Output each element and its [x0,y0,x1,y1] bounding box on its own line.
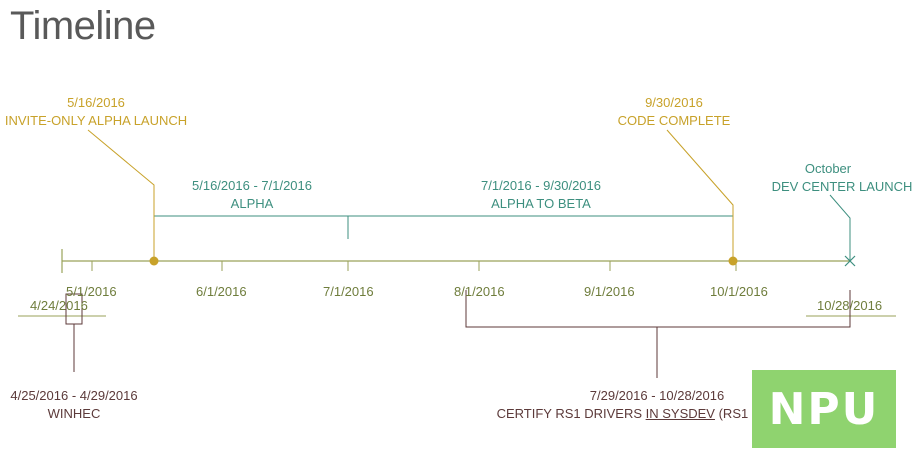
dev-center-date: October [804,161,852,176]
page-title: Timeline [10,4,156,48]
alpha-phase-range: 5/16/2016 - 7/1/2016 [192,178,312,193]
end-date-label: 10/28/2016 [817,298,883,313]
npu-logo-text: NPU [768,383,880,435]
code-complete-label: CODE COMPLETE [617,113,731,128]
dev-center-label: DEV CENTER LAUNCH [771,179,912,194]
tick-label: 9/1/2016 [584,284,635,299]
alpha-to-beta-range: 7/1/2016 - 9/30/2016 [481,178,601,193]
tick-label: 6/1/2016 [196,284,247,299]
winhec-range: 4/25/2016 - 4/29/2016 [10,388,138,403]
certify-bracket [465,290,851,328]
alpha-launch-label: INVITE-ONLY ALPHA LAUNCH [4,113,188,128]
alpha-launch-marker [149,256,159,266]
tick-label: 8/1/2016 [454,284,505,299]
tick-label: 7/1/2016 [323,284,374,299]
code-complete-marker [728,256,738,266]
alpha-launch-date: 5/16/2016 [67,95,125,110]
winhec-label: WINHEC [47,406,101,421]
dev-center-marker [844,255,856,267]
alpha-to-beta-label: ALPHA TO BETA [491,196,591,211]
alpha-launch-callout [87,129,155,261]
tick-label: 10/1/2016 [710,284,768,299]
code-complete-callout [666,129,734,261]
code-complete-date: 9/30/2016 [645,95,703,110]
start-date-label: 4/24/2016 [30,298,88,313]
npu-logo: NPU [752,370,896,448]
alpha-phase-label: ALPHA [230,196,274,211]
tick-label: 5/1/2016 [66,284,117,299]
dev-center-callout [829,194,851,261]
certify-range: 7/29/2016 - 10/28/2016 [589,388,725,403]
